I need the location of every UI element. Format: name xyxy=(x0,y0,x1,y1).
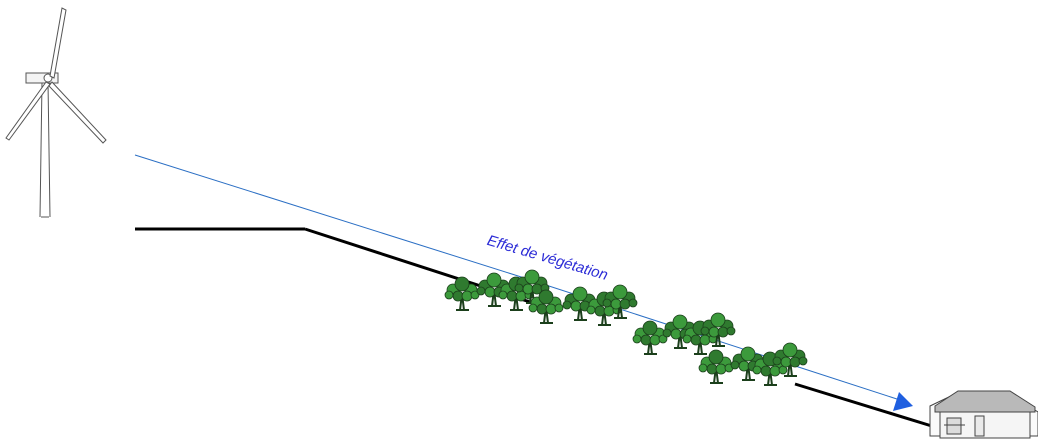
wind-turbine-icon xyxy=(5,7,107,218)
tree-icon xyxy=(602,284,638,319)
tree-icon xyxy=(730,346,766,381)
tree-icon xyxy=(514,269,550,304)
tree-icon xyxy=(562,286,598,321)
tree-icon xyxy=(698,349,734,384)
tree-icon xyxy=(444,276,480,311)
tree-icon xyxy=(528,289,564,324)
tree-icon xyxy=(700,312,736,347)
arrow-head xyxy=(893,392,913,411)
house-icon xyxy=(929,390,1038,439)
vegetation-trees xyxy=(444,269,808,386)
tree-icon xyxy=(476,272,512,307)
tree-icon xyxy=(632,320,668,355)
tree-icon xyxy=(772,342,808,377)
